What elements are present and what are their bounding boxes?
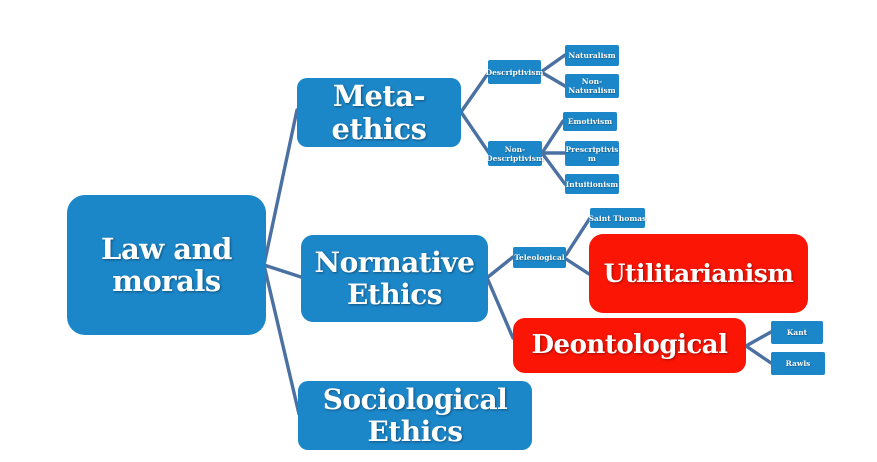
- connector-meta-descriptivism: [459, 70, 491, 114]
- node-label: Intuitionism: [565, 179, 619, 189]
- node-prescriptivism: Prescriptivism: [565, 141, 619, 166]
- node-label: Naturalism: [568, 51, 616, 60]
- node-non-naturalism: Non- Naturalism: [565, 74, 619, 98]
- connector-non-descriptivism-intuitionism: [540, 151, 567, 186]
- connector-deontological-rawls: [744, 344, 773, 365]
- node-label: Sociological Ethics: [322, 383, 508, 448]
- node-descriptivism: Descriptivism: [485, 60, 544, 84]
- node-label: Normative Ethics: [314, 246, 475, 311]
- node-label: Teleological: [514, 253, 565, 262]
- node-label: Prescriptivism: [565, 144, 619, 163]
- node-label: Kant: [786, 328, 808, 337]
- node-saint-thomas: Saint Thomas: [588, 208, 647, 228]
- connector-teleological-saint-thomas: [564, 216, 592, 257]
- connector-non-descriptivism-emotivism: [540, 119, 565, 155]
- node-normative-ethics: Normative Ethics: [301, 235, 488, 322]
- node-label: Non- Descriptivism: [486, 144, 544, 163]
- connector-teleological-utilitarianism: [564, 257, 591, 276]
- node-utilitarianism: Utilitarianism: [589, 234, 808, 313]
- node-label: Meta- ethics: [331, 79, 427, 146]
- node-label: Utilitarianism: [603, 258, 794, 288]
- node-label: Law and morals: [101, 231, 232, 298]
- node-sociological-ethics: Sociological Ethics: [298, 381, 532, 450]
- node-teleological: Teleological: [513, 247, 566, 268]
- connector-law-normative: [262, 263, 303, 279]
- node-label: Non- Naturalism: [568, 77, 616, 95]
- connector-law-meta: [262, 108, 299, 267]
- connector-deontological-kant: [744, 330, 773, 348]
- node-kant: Kant: [771, 321, 823, 344]
- node-label: Descriptivism: [485, 67, 544, 77]
- node-non-descriptivism: Non- Descriptivism: [486, 141, 544, 166]
- node-rawls: Rawls: [771, 352, 825, 375]
- node-emotivism: Emotivism: [563, 112, 617, 131]
- node-label: Deontological: [531, 329, 728, 360]
- connector-normative-deontological: [486, 278, 515, 340]
- node-label: Rawls: [785, 359, 811, 368]
- node-intuitionism: Intuitionism: [565, 174, 619, 194]
- node-label: Saint Thomas: [588, 213, 647, 223]
- node-naturalism: Naturalism: [565, 45, 619, 66]
- node-meta-ethics: Meta- ethics: [297, 78, 461, 147]
- connector-descriptivism-naturalism: [539, 53, 567, 74]
- node-label: Emotivism: [567, 117, 613, 126]
- node-deontological: Deontological: [513, 318, 746, 373]
- connector-descriptivism-non-naturalism: [539, 70, 567, 88]
- connector-normative-teleological: [486, 255, 515, 279]
- connector-law-sociological: [262, 263, 301, 416]
- connector-meta-non-descriptivism: [459, 110, 491, 155]
- node-law-and-morals: Law and morals: [67, 195, 266, 335]
